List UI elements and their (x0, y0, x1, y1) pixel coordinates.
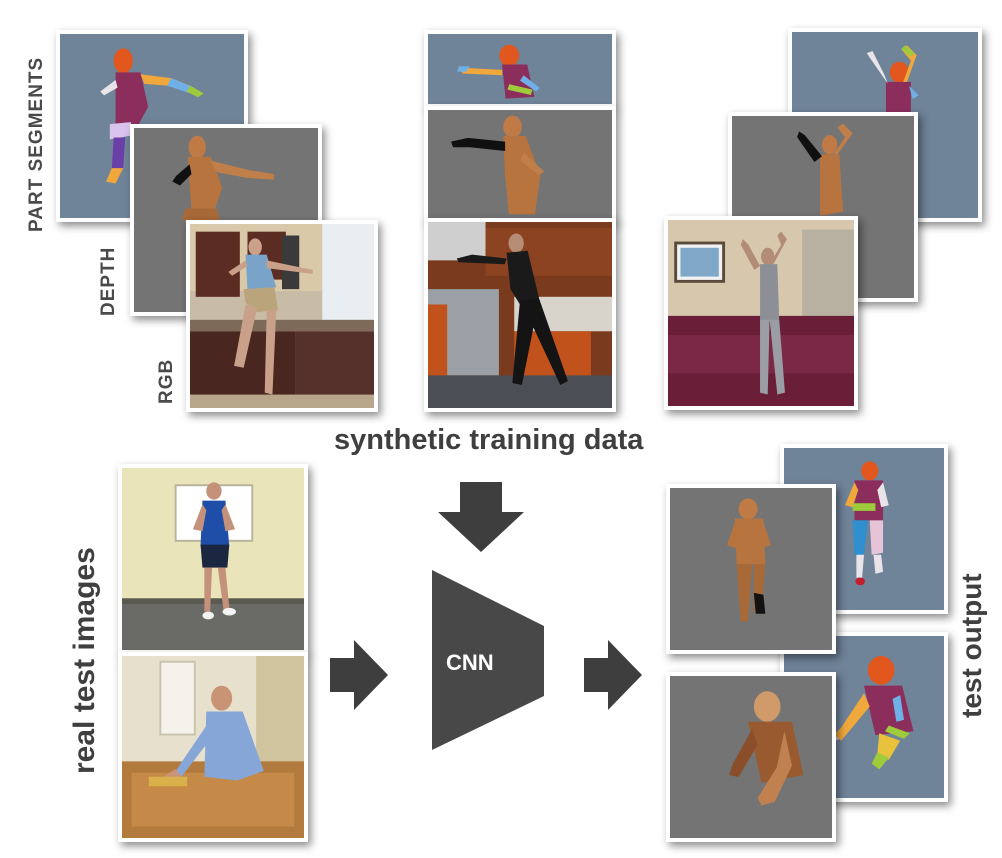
label-rgb: RGB (156, 358, 177, 404)
down-arrow-icon (438, 482, 524, 552)
real-test-images-label: real test images (68, 547, 101, 774)
cnn-label: CNN (446, 650, 494, 675)
rgb-image-1 (186, 220, 378, 412)
synthetic-training-data-label: synthetic training data (334, 424, 644, 456)
real-test-image-2 (118, 652, 308, 842)
output-depth-image-1 (666, 484, 836, 654)
test-output-label: test output (956, 573, 987, 718)
depth-image-2 (424, 106, 616, 222)
segment-image-2 (424, 30, 616, 108)
real-test-image-1 (118, 464, 308, 654)
rgb-image-3 (664, 216, 858, 410)
rgb-image-2 (424, 218, 616, 412)
output-depth-image-2 (666, 672, 836, 842)
label-part-segments: PART SEGMENTS (26, 56, 47, 232)
right-arrow-icon-2 (584, 640, 642, 710)
label-depth: DEPTH (98, 246, 119, 316)
right-arrow-icon-1 (330, 640, 388, 710)
cnn-model-icon (432, 570, 544, 750)
